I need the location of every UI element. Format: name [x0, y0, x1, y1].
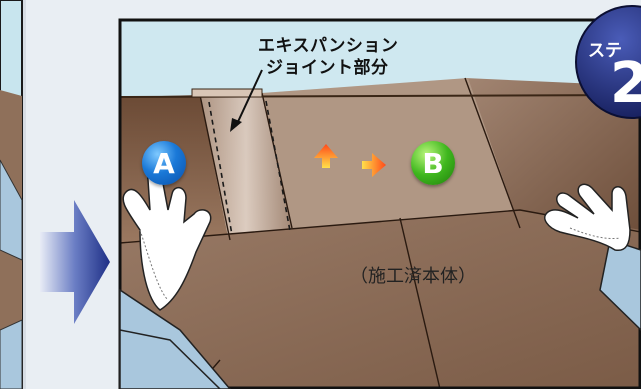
callout-line-2: ジョイント部分: [266, 58, 389, 78]
previous-step-panel: [0, 0, 26, 389]
marker-b: B: [411, 141, 455, 185]
step-badge: [575, 5, 641, 119]
marker-a: A: [142, 141, 186, 185]
step-panel: [118, 18, 641, 389]
right-hand-glove: [544, 183, 641, 332]
left-sleeve: [119, 329, 222, 389]
expansion-joint-callout: エキスパンション ジョイント部分: [258, 35, 398, 79]
right-arrow-icon: [362, 153, 386, 177]
installed-body-label: （施工済本体）: [350, 266, 476, 287]
next-step-arrow: [40, 200, 110, 324]
up-arrow-icon: [314, 144, 338, 168]
callout-pointer: [235, 69, 263, 127]
callout-line-1: エキスパンション: [258, 36, 399, 56]
step-badge-label: ステ: [588, 41, 622, 61]
step-badge-number: 2: [610, 51, 641, 116]
